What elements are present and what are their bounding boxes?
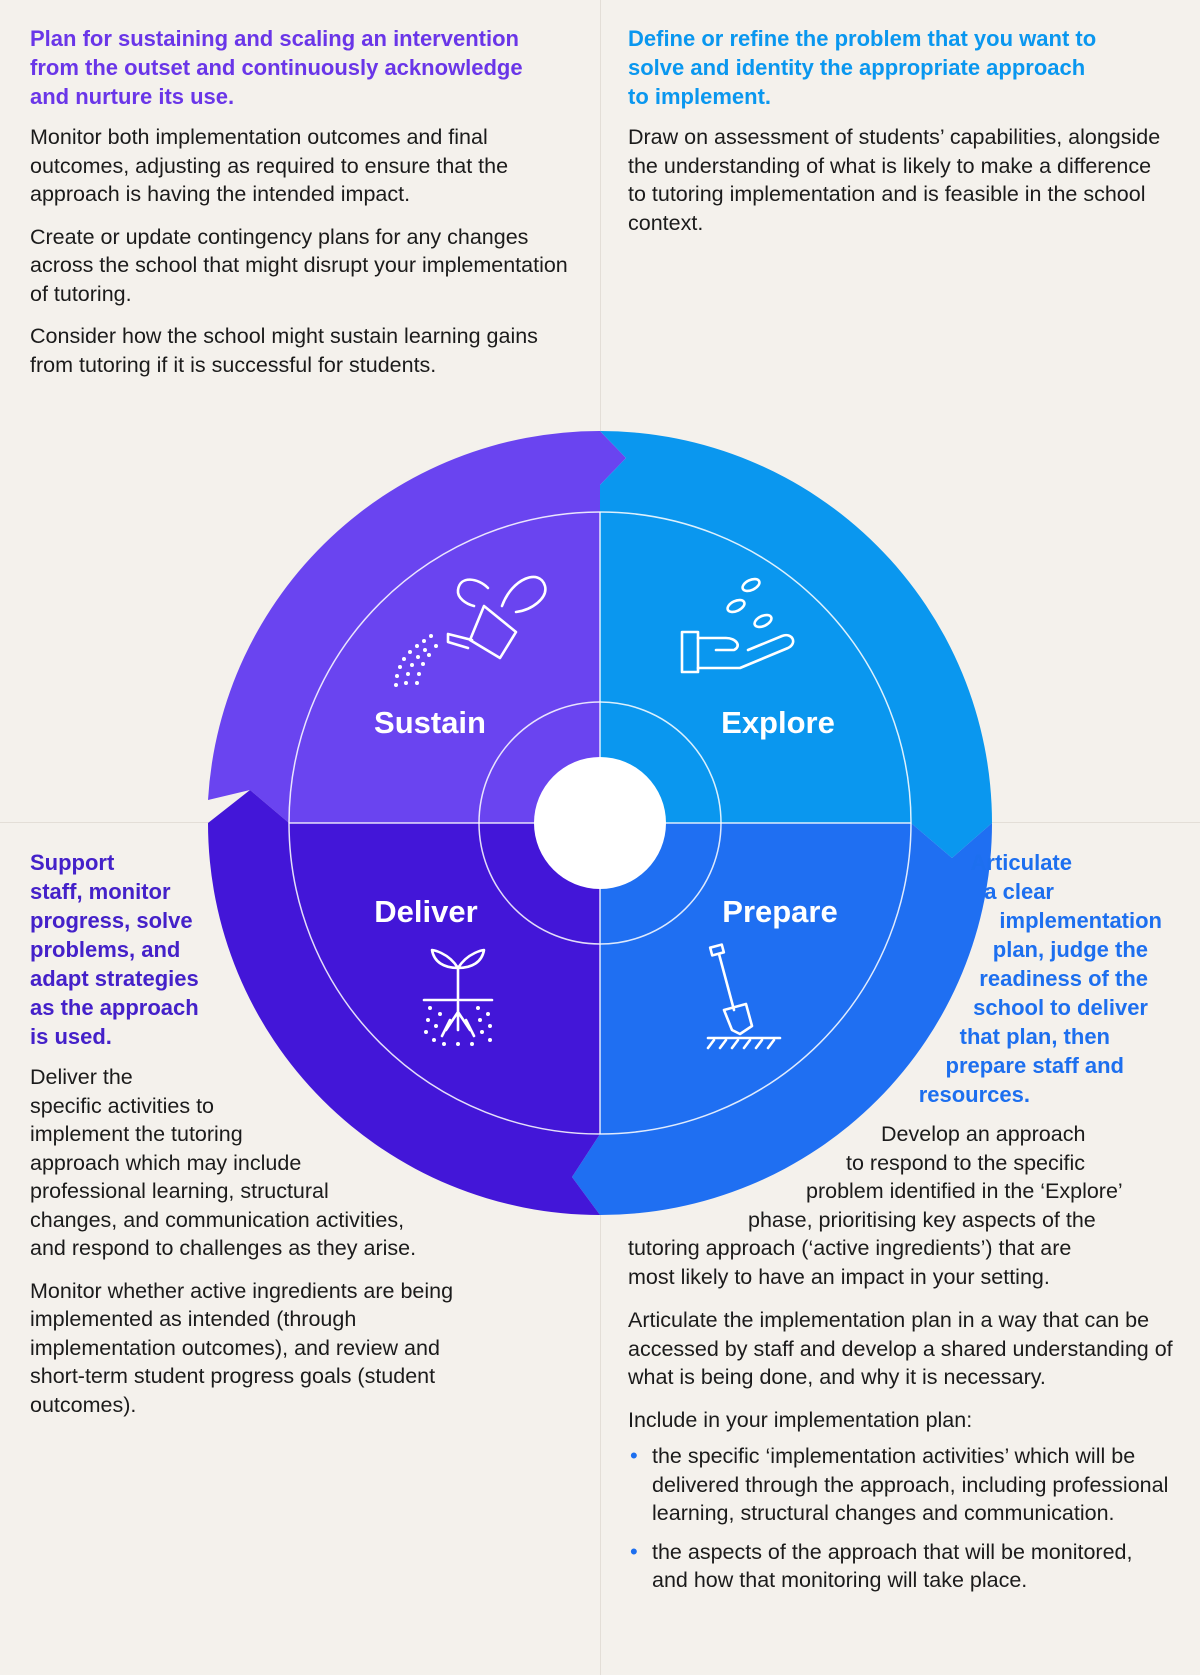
prepare-line: problem identified in the ‘Explore’	[806, 1179, 1123, 1203]
quadrant-sustain	[289, 512, 600, 823]
quadrant-deliver	[289, 823, 600, 1134]
prepare-heading-line: school to deliver	[973, 995, 1148, 1020]
sustain-paragraph: Consider how the school might sustain le…	[30, 324, 538, 377]
deliver-paragraph: Monitor whether active ingredients are b…	[30, 1278, 454, 1417]
prepare-bullet-item: the specific ‘implementation activities’…	[628, 1442, 1173, 1528]
prepare-description-block: Articulate the implementation plan in a …	[628, 1306, 1173, 1605]
prepare-paragraph: Articulate the implementation plan in a …	[628, 1308, 1173, 1389]
prepare-bullet-list: the specific ‘implementation activities’…	[628, 1442, 1173, 1595]
sustain-heading-line: from the outset and continuously acknowl…	[30, 55, 523, 80]
explore-heading: Define or refine the problem that you wa…	[628, 24, 1173, 111]
deliver-paragraph: Deliver the specific activities to imple…	[30, 1063, 550, 1263]
prepare-heading-line: implementation	[999, 908, 1162, 933]
deliver-line: implement the tutoring	[30, 1122, 243, 1146]
deliver-line: Deliver the	[30, 1065, 133, 1089]
quadrant-explore	[600, 512, 911, 823]
outer-ring-sustain	[208, 430, 626, 823]
deliver-heading-line: problems, and	[30, 937, 181, 962]
prepare-line: tutoring approach (‘active ingredients’)…	[628, 1236, 1072, 1260]
prepare-line: phase, prioritising key aspects of the	[748, 1207, 1096, 1232]
watering-can-icon	[394, 575, 547, 687]
spade-icon	[706, 943, 782, 1050]
explore-heading-line: Define or refine the problem that you wa…	[628, 26, 1097, 51]
prepare-heading-line: readiness of the	[979, 966, 1148, 991]
prepare-heading-line: that plan, then	[959, 1024, 1110, 1049]
prepare-bullet-item: the aspects of the approach that will be…	[628, 1538, 1173, 1595]
label-explore: Explore	[721, 705, 835, 740]
prepare-stepped-paragraph: Develop an approach to respond to the sp…	[600, 1120, 1165, 1305]
prepare-heading-line: a clear	[984, 879, 1054, 904]
outer-ring-explore	[600, 431, 992, 858]
prepare-heading-line: resources.	[918, 1082, 1030, 1107]
deliver-line: changes, and communication activities,	[30, 1207, 405, 1232]
label-prepare: Prepare	[722, 894, 837, 929]
deliver-description-block: Support staff, monitor progress, solve p…	[30, 848, 550, 1433]
prepare-heading-line: plan, judge the	[992, 937, 1148, 962]
deliver-line: professional learning, structural	[30, 1179, 329, 1203]
deliver-line: specific activities to	[30, 1093, 215, 1118]
explore-paragraph: Draw on assessment of students’ capabili…	[628, 125, 1161, 235]
prepare-heading-line: Articulate	[970, 850, 1072, 875]
outer-ring-deliver	[208, 790, 600, 1215]
prepare-heading: Articulate a clear implementation plan, …	[862, 848, 1162, 1109]
prepare-line: Develop an approach	[881, 1122, 1086, 1146]
deliver-heading-line: staff, monitor	[30, 879, 171, 904]
prepare-paragraph: Develop an approach to respond to the sp…	[600, 1120, 1165, 1291]
explore-heading-line: to implement.	[628, 84, 772, 109]
label-deliver: Deliver	[374, 894, 477, 929]
deliver-heading-line: as the approach	[30, 995, 199, 1020]
deliver-heading: Support staff, monitor progress, solve p…	[30, 848, 550, 1051]
sustain-paragraph: Create or update contingency plans for a…	[30, 224, 568, 306]
prepare-line: most likely to have an impact in your se…	[628, 1264, 1050, 1289]
sustain-heading-line: Plan for sustaining and scaling an inter…	[30, 26, 519, 51]
hand-with-seeds-icon	[680, 577, 795, 674]
explore-heading-line: solve and identity the appropriate appro…	[628, 55, 1086, 80]
wheel-center-hole	[534, 757, 666, 889]
prepare-heading-line: prepare staff and	[945, 1053, 1125, 1078]
sustain-heading-line: and nurture its use.	[30, 84, 235, 109]
deliver-heading-line: progress, solve	[30, 908, 193, 933]
prepare-line: to respond to the specific	[846, 1150, 1086, 1175]
sustain-description-block: Plan for sustaining and scaling an inter…	[30, 24, 570, 393]
quadrant-prepare	[600, 823, 911, 1134]
sustain-paragraph: Monitor both implementation outcomes and…	[30, 125, 509, 206]
label-sustain: Sustain	[374, 705, 486, 740]
deliver-line: approach which may include	[30, 1150, 302, 1175]
prepare-paragraph: Include in your implementation plan:	[628, 1407, 973, 1432]
deliver-heading-line: adapt strategies	[30, 966, 199, 991]
explore-description-block: Define or refine the problem that you wa…	[628, 24, 1173, 251]
sprouting-plant-icon	[422, 948, 494, 1046]
deliver-heading-line: Support	[30, 850, 115, 875]
sustain-heading: Plan for sustaining and scaling an inter…	[30, 24, 570, 111]
deliver-heading-line: is used.	[30, 1024, 112, 1049]
deliver-line: and respond to challenges as they arise.	[30, 1236, 417, 1260]
outer-ring-prepare	[572, 823, 992, 1215]
